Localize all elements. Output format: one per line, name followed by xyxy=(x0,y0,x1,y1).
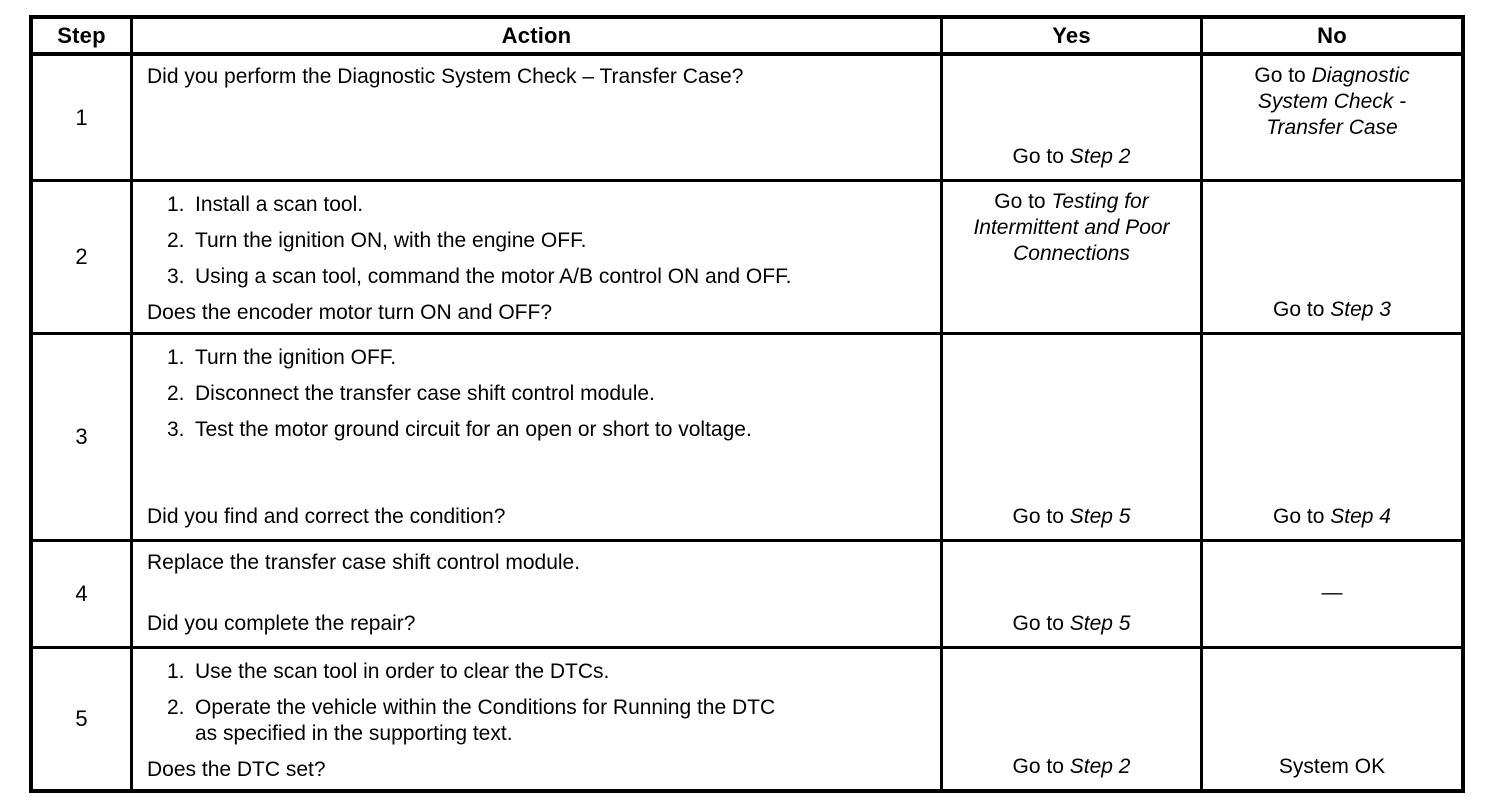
status-text: System OK xyxy=(1278,755,1386,778)
goto-text: Go to Step 2 xyxy=(1013,754,1131,780)
list-item: 3. Using a scan tool, command the motor A… xyxy=(147,264,928,290)
yes-cell-1: Go to Step 2 xyxy=(943,56,1203,182)
header-step: Step xyxy=(33,19,133,56)
list-item-text: Use the scan tool in order to clear the … xyxy=(195,660,610,683)
no-cell-5: System OK xyxy=(1203,649,1461,789)
list-item-number: 1. xyxy=(167,193,185,216)
goto-ref: Step 2 xyxy=(1069,145,1131,168)
step-cell-1: 1 xyxy=(33,56,133,182)
goto-text: Go to Testing for Intermittent and Poor … xyxy=(959,189,1184,267)
action-cell-5: 1. Use the scan tool in order to clear th… xyxy=(133,649,943,789)
goto-prefix: Go to xyxy=(1273,505,1331,528)
goto-text: Go to Step 5 xyxy=(1013,611,1131,637)
list-item-text-line2: as specified in the supporting text. xyxy=(195,722,513,745)
list-item-text: Using a scan tool, command the motor A/B… xyxy=(195,265,792,288)
step-number: 2 xyxy=(75,244,88,269)
step-cell-3: 3 xyxy=(33,335,133,542)
list-item-text: Turn the ignition ON, with the engine OF… xyxy=(195,229,587,252)
step-cell-5: 5 xyxy=(33,649,133,789)
goto-prefix: Go to xyxy=(1012,612,1070,635)
action-question: Did you complete the repair? xyxy=(147,612,416,635)
list-item: 2. Operate the vehicle within the Conditi… xyxy=(147,695,928,747)
action-cell-4: Replace the transfer case shift control … xyxy=(133,542,943,649)
action-step-list: 1. Use the scan tool in order to clear th… xyxy=(147,657,928,757)
list-item-text: Test the motor ground circuit for an ope… xyxy=(195,418,752,441)
action-question: Does the encoder motor turn ON and OFF? xyxy=(147,301,553,324)
goto-text: Go to Step 4 xyxy=(1273,504,1391,530)
action-step-list: 1. Install a scan tool. 2. Turn the igniti… xyxy=(147,190,928,300)
list-item: 1. Use the scan tool in order to clear th… xyxy=(147,659,928,685)
goto-prefix: Go to xyxy=(1012,755,1070,778)
header-step-label: Step xyxy=(57,22,106,48)
list-item: 2. Turn the ignition ON, with the engine … xyxy=(147,228,928,254)
list-item: 3. Test the motor ground circuit for an o… xyxy=(147,417,928,443)
step-number: 5 xyxy=(75,706,88,731)
diagnostic-table: Step Action Yes No 1 Did you perform the… xyxy=(29,15,1465,793)
list-item-number: 3. xyxy=(167,265,185,288)
action-question: Does the DTC set? xyxy=(147,758,326,781)
goto-ref: Step 4 xyxy=(1330,505,1391,528)
header-action: Action xyxy=(133,19,943,56)
action-lead: Did you perform the Diagnostic System Ch… xyxy=(147,65,744,88)
step-cell-4: 4 xyxy=(33,542,133,649)
action-cell-2: 1. Install a scan tool. 2. Turn the igniti… xyxy=(133,182,943,335)
header-yes-label: Yes xyxy=(1052,22,1091,48)
goto-ref: Step 3 xyxy=(1330,298,1391,321)
list-item-number: 1. xyxy=(167,660,185,683)
goto-prefix: Go to xyxy=(994,190,1052,213)
action-question: Did you find and correct the condition? xyxy=(147,505,506,528)
header-action-label: Action xyxy=(501,22,572,48)
header-no: No xyxy=(1203,19,1461,56)
goto-ref: Step 5 xyxy=(1069,505,1131,528)
list-item-number: 2. xyxy=(167,382,185,405)
yes-cell-2: Go to Testing for Intermittent and Poor … xyxy=(943,182,1203,335)
goto-prefix: Go to xyxy=(1273,298,1331,321)
action-lead: Replace the transfer case shift control … xyxy=(147,551,581,574)
list-item-text: Install a scan tool. xyxy=(195,193,364,216)
list-item-text: Disconnect the transfer case shift contr… xyxy=(195,382,655,405)
goto-prefix: Go to xyxy=(1012,505,1070,528)
step-number: 1 xyxy=(75,104,88,130)
action-cell-3: 1. Turn the ignition OFF. 2. Disconnect th… xyxy=(133,335,943,542)
no-cell-1: Go to Diagnostic System Check - Transfer… xyxy=(1203,56,1461,182)
yes-cell-3: Go to Step 5 xyxy=(943,335,1203,542)
no-action-dash: — xyxy=(1321,581,1343,604)
yes-cell-5: Go to Step 2 xyxy=(943,649,1203,789)
step-cell-2: 2 xyxy=(33,182,133,335)
list-item-number: 2. xyxy=(167,229,185,252)
step-number: 3 xyxy=(75,424,88,449)
goto-text: Go to Step 5 xyxy=(1013,504,1131,530)
goto-text: Go to Step 2 xyxy=(1013,144,1131,170)
header-no-label: No xyxy=(1317,22,1347,48)
action-step-list: 1. Turn the ignition OFF. 2. Disconnect th… xyxy=(147,343,928,453)
list-item-number: 1. xyxy=(167,346,185,369)
goto-ref: Step 5 xyxy=(1069,612,1131,635)
list-item: 1. Turn the ignition OFF. xyxy=(147,345,928,371)
yes-cell-4: Go to Step 5 xyxy=(943,542,1203,649)
step-number: 4 xyxy=(75,581,88,606)
list-item-number: 3. xyxy=(167,418,185,441)
list-item-text-line1: Operate the vehicle within the Condition… xyxy=(195,696,776,719)
list-item: 1. Install a scan tool. xyxy=(147,192,928,218)
goto-text: Go to Diagnostic System Check - Transfer… xyxy=(1240,63,1425,141)
no-cell-3: Go to Step 4 xyxy=(1203,335,1461,542)
goto-ref: Testing for Intermittent and Poor Connec… xyxy=(973,190,1170,265)
list-item-text: Operate the vehicle within the Condition… xyxy=(195,695,850,747)
goto-prefix: Go to xyxy=(1254,64,1312,87)
goto-text: Go to Step 3 xyxy=(1273,297,1391,323)
no-cell-4: — xyxy=(1203,542,1461,649)
goto-ref: Diagnostic System Check - Transfer Case xyxy=(1257,64,1410,139)
action-cell-1: Did you perform the Diagnostic System Ch… xyxy=(133,56,943,182)
list-item: 2. Disconnect the transfer case shift con… xyxy=(147,381,928,407)
no-cell-2: Go to Step 3 xyxy=(1203,182,1461,335)
list-item-number: 2. xyxy=(167,696,185,719)
header-yes: Yes xyxy=(943,19,1203,56)
goto-ref: Step 2 xyxy=(1069,755,1131,778)
goto-prefix: Go to xyxy=(1012,145,1070,168)
list-item-text: Turn the ignition OFF. xyxy=(195,346,397,369)
